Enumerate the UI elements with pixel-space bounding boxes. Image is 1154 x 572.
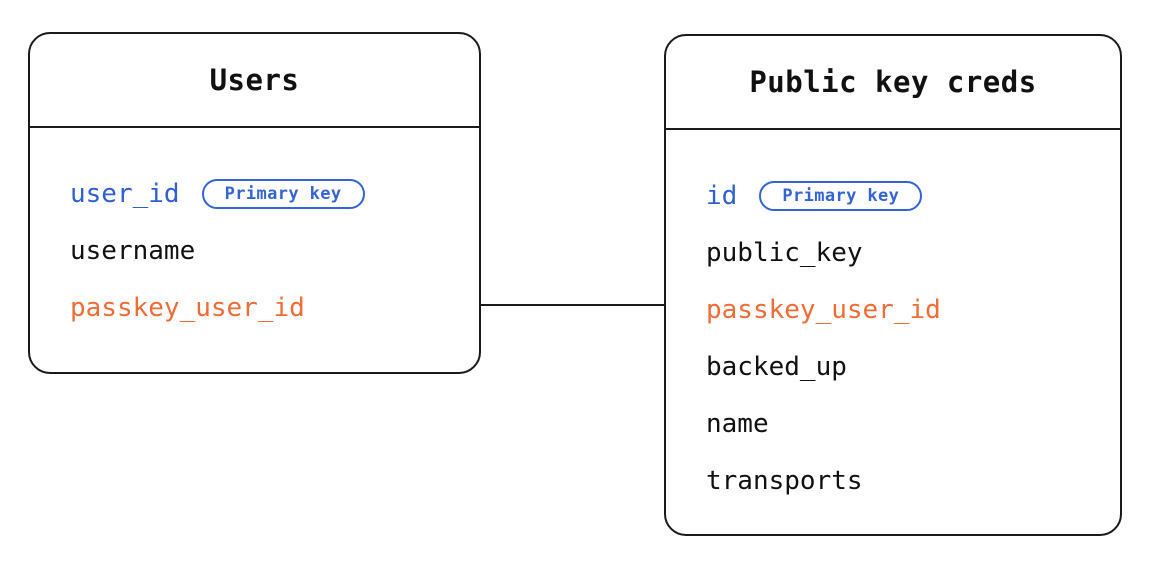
field-name-passkey-user-id-pkc: passkey_user_id [706,294,941,325]
field-row-user-id[interactable]: user_id Primary key [70,165,479,222]
relationship-connector-line [481,304,665,306]
field-row-transports[interactable]: transports [706,452,1120,509]
field-name-passkey-user-id-users: passkey_user_id [70,292,305,323]
primary-key-badge-public-key-creds: Primary key [759,180,923,211]
field-name-name: name [706,408,769,439]
entity-title-users: Users [209,63,300,97]
field-list-public-key-creds: id Primary key public_key passkey_user_i… [666,130,1120,534]
entity-box-public-key-creds[interactable]: Public key creds id Primary key public_k… [664,34,1122,536]
field-row-passkey-user-id-pkc[interactable]: passkey_user_id [706,281,1120,338]
field-name-transports: transports [706,465,863,496]
field-name-username: username [70,235,196,266]
primary-key-badge-users: Primary key [201,178,365,209]
field-name-public-key: public_key [706,237,863,268]
field-name-id: id [706,180,738,211]
field-row-id[interactable]: id Primary key [706,167,1120,224]
primary-key-badge-label: Primary key [224,183,342,204]
entity-box-users[interactable]: Users user_id Primary key username passk… [28,32,481,374]
entity-title-public-key-creds: Public key creds [749,65,1037,99]
entity-header-public-key-creds: Public key creds [666,36,1120,130]
primary-key-badge-label: Primary key [782,185,900,206]
field-row-username[interactable]: username [70,222,479,279]
field-name-user-id: user_id [70,178,180,209]
field-name-backed-up: backed_up [706,351,847,382]
field-list-users: user_id Primary key username passkey_use… [30,128,479,372]
field-row-public-key[interactable]: public_key [706,224,1120,281]
field-row-name[interactable]: name [706,395,1120,452]
field-row-passkey-user-id-users[interactable]: passkey_user_id [70,279,479,336]
field-row-backed-up[interactable]: backed_up [706,338,1120,395]
entity-header-users: Users [30,34,479,128]
